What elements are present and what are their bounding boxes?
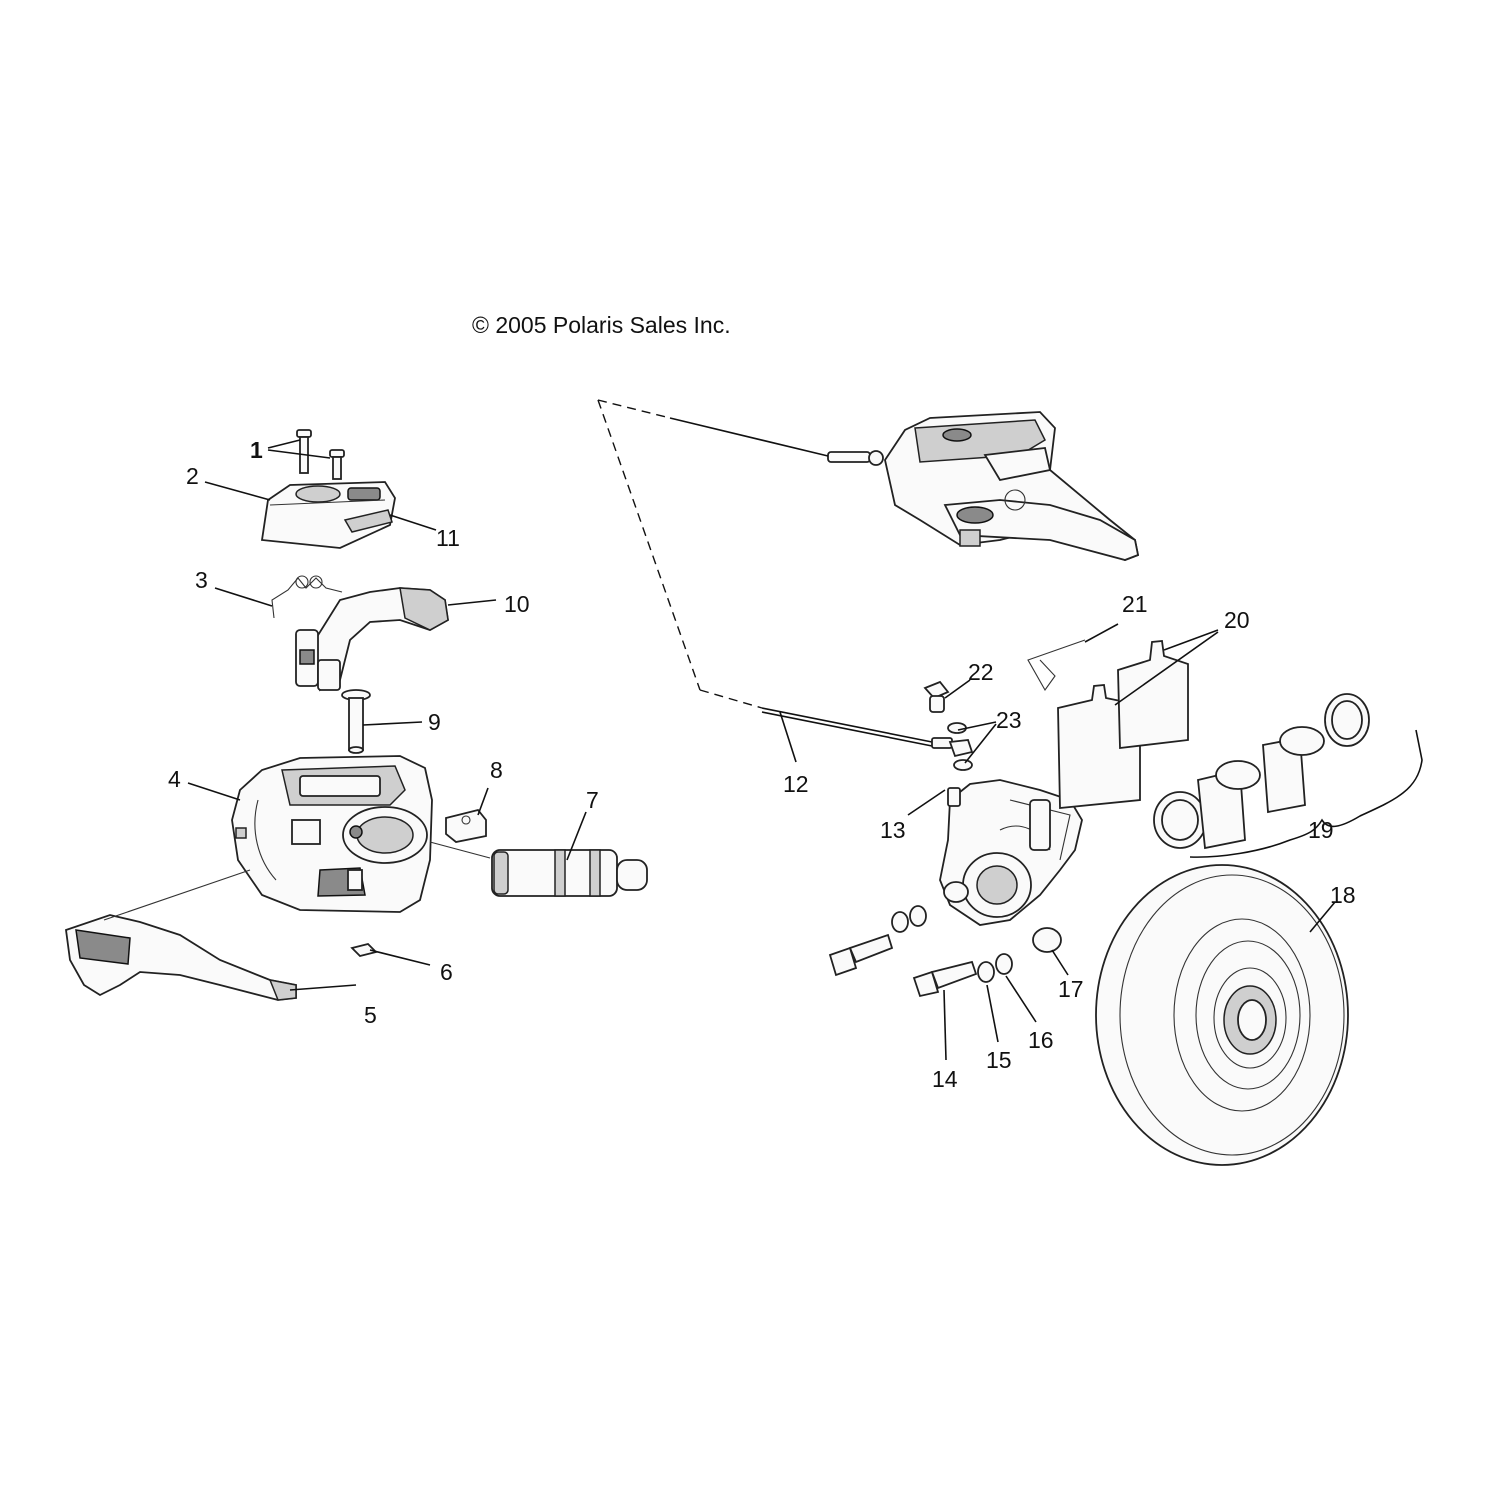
part-hose-fitting [827, 450, 884, 466]
callout-17: 17 [1058, 976, 1084, 1002]
part-caliper [939, 779, 1083, 953]
callout-20: 20 [1224, 607, 1250, 633]
callout-4: 4 [168, 766, 181, 792]
leader-lines [187, 439, 1336, 1061]
callout-labels: 1 2 3 4 5 6 7 8 9 10 11 12 13 14 15 16 1… [168, 437, 1356, 1092]
callout-23: 23 [996, 707, 1022, 733]
callout-13: 13 [880, 817, 906, 843]
callout-6: 6 [440, 959, 453, 985]
part-bleeder-screw [923, 680, 950, 713]
part-bolts-and-washers [828, 905, 1013, 998]
part-reservoir-cover [260, 481, 396, 549]
callout-9: 9 [428, 709, 441, 735]
part-spring [271, 575, 343, 619]
callout-2: 2 [186, 463, 199, 489]
callout-15: 15 [986, 1047, 1012, 1073]
part-brake-switch [445, 808, 487, 843]
callout-18: 18 [1330, 882, 1356, 908]
bracket-19 [1189, 729, 1423, 858]
part-pad-pin [1027, 639, 1086, 692]
part-lever-arm [295, 587, 449, 692]
callout-7: 7 [586, 787, 599, 813]
callout-12: 12 [783, 771, 809, 797]
part-brake-disc [1095, 864, 1349, 1166]
callout-11: 11 [436, 525, 460, 551]
part-brake-pads [1057, 640, 1189, 809]
callout-14: 14 [932, 1066, 958, 1092]
callout-19: 19 [1308, 817, 1334, 843]
part-hand-lever [65, 914, 297, 1001]
callout-5: 5 [364, 1002, 377, 1028]
callout-1: 1 [250, 437, 263, 463]
callout-3: 3 [195, 567, 208, 593]
part-caliper-pistons [1153, 693, 1370, 850]
part-pivot-pin [341, 689, 371, 754]
part-piston [491, 849, 648, 897]
copyright-notice: © 2005 Polaris Sales Inc. [472, 312, 731, 338]
callout-8: 8 [490, 757, 503, 783]
part-crush-washers [947, 722, 974, 771]
callout-21: 21 [1122, 591, 1148, 617]
callout-22: 22 [968, 659, 994, 685]
part-assembled-master-cylinder [884, 411, 1140, 561]
part-master-cylinder [231, 755, 433, 913]
part-brake-hose [597, 399, 953, 749]
callout-16: 16 [1028, 1027, 1054, 1053]
callout-10: 10 [504, 591, 530, 617]
